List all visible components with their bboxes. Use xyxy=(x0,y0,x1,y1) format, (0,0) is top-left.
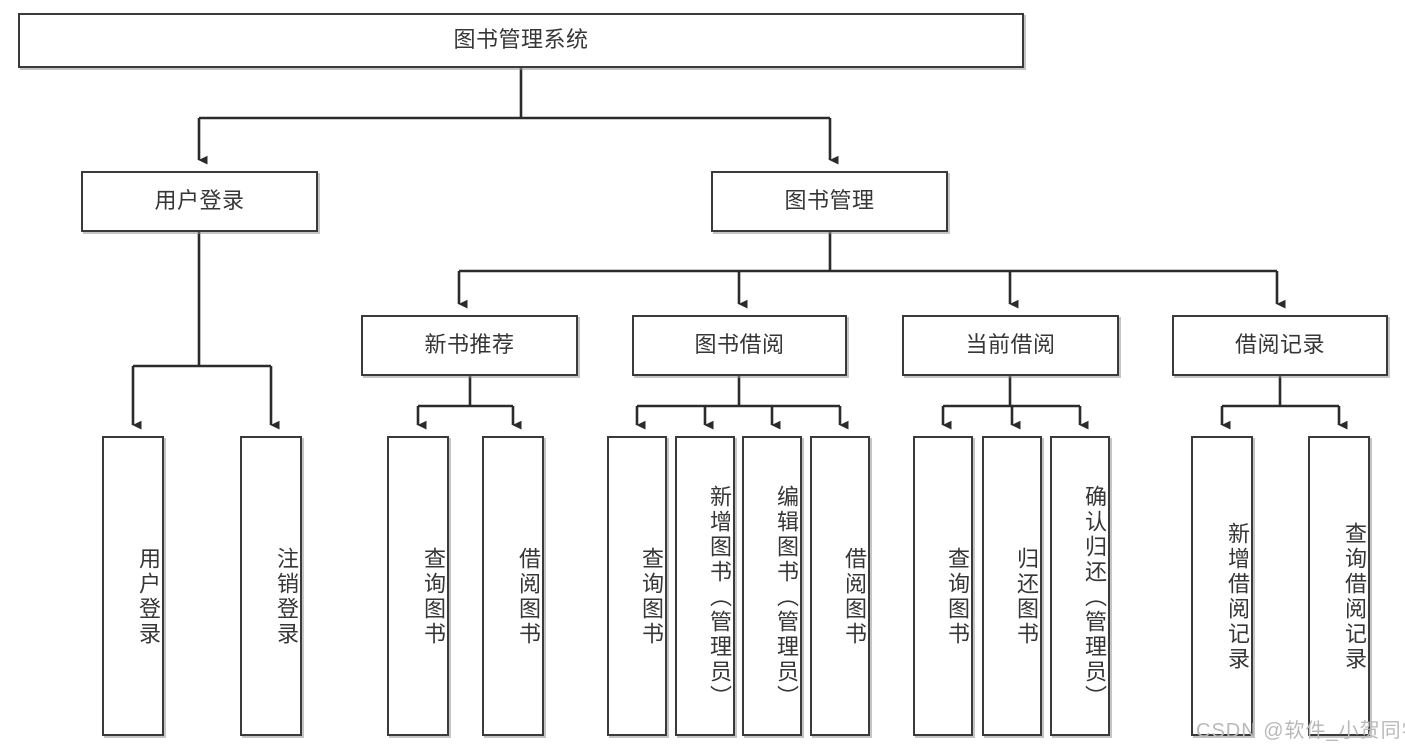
node-label: 查询图书 xyxy=(421,547,446,647)
node-label: 新增图书（管理员） xyxy=(707,484,732,710)
node-label: 查询借阅记录 xyxy=(1342,522,1367,672)
node-leaf-add-book-admin[interactable]: 新增图书（管理员） xyxy=(675,436,735,736)
node-label: 用户登录 xyxy=(154,188,245,214)
node-label: 确认归还（管理员） xyxy=(1082,484,1107,710)
node-leaf-borrow-book-borrow[interactable]: 借阅图书 xyxy=(810,436,870,736)
node-label: 用户登录 xyxy=(136,547,161,647)
node-leaf-confirm-return-admin[interactable]: 确认归还（管理员） xyxy=(1050,436,1110,736)
node-label: 新增借阅记录 xyxy=(1225,522,1250,672)
node-leaf-user-login[interactable]: 用户登录 xyxy=(102,436,164,736)
node-label: 注销登录 xyxy=(274,547,299,647)
node-leaf-return-book[interactable]: 归还图书 xyxy=(982,436,1042,736)
node-label: 查询图书 xyxy=(945,547,970,647)
node-label: 图书管理系统 xyxy=(453,27,589,53)
node-user-login[interactable]: 用户登录 xyxy=(81,171,318,232)
node-leaf-query-book-current[interactable]: 查询图书 xyxy=(913,436,973,736)
node-label: 当前借阅 xyxy=(965,332,1056,358)
node-leaf-add-borrow-record[interactable]: 新增借阅记录 xyxy=(1191,436,1253,736)
node-label: 借阅记录 xyxy=(1234,332,1325,358)
node-new-book-recommend[interactable]: 新书推荐 xyxy=(361,315,578,376)
node-label: 新书推荐 xyxy=(424,332,515,358)
node-borrow-record[interactable]: 借阅记录 xyxy=(1172,315,1388,376)
node-book-management[interactable]: 图书管理 xyxy=(711,171,948,232)
node-leaf-query-book-borrow[interactable]: 查询图书 xyxy=(607,436,667,736)
node-label: 查询图书 xyxy=(639,547,664,647)
node-label: 图书借阅 xyxy=(694,332,785,358)
node-label: 编辑图书（管理员） xyxy=(774,484,799,710)
node-label: 图书管理 xyxy=(784,188,875,214)
node-leaf-edit-book-admin[interactable]: 编辑图书（管理员） xyxy=(742,436,802,736)
node-leaf-borrow-book-recommend[interactable]: 借阅图书 xyxy=(482,436,544,736)
node-book-borrow[interactable]: 图书借阅 xyxy=(632,315,847,376)
node-label: 借阅图书 xyxy=(516,547,541,647)
node-leaf-query-book-recommend[interactable]: 查询图书 xyxy=(387,436,449,736)
node-leaf-logout-login[interactable]: 注销登录 xyxy=(240,436,302,736)
node-leaf-query-borrow-record[interactable]: 查询借阅记录 xyxy=(1308,436,1370,736)
node-label: 归还图书 xyxy=(1014,547,1039,647)
csdn-watermark: CSDN @软件_小贺同学 xyxy=(1196,720,1405,742)
node-label: 借阅图书 xyxy=(842,547,867,647)
node-root-system[interactable]: 图书管理系统 xyxy=(18,13,1024,68)
node-current-borrow[interactable]: 当前借阅 xyxy=(902,315,1119,376)
